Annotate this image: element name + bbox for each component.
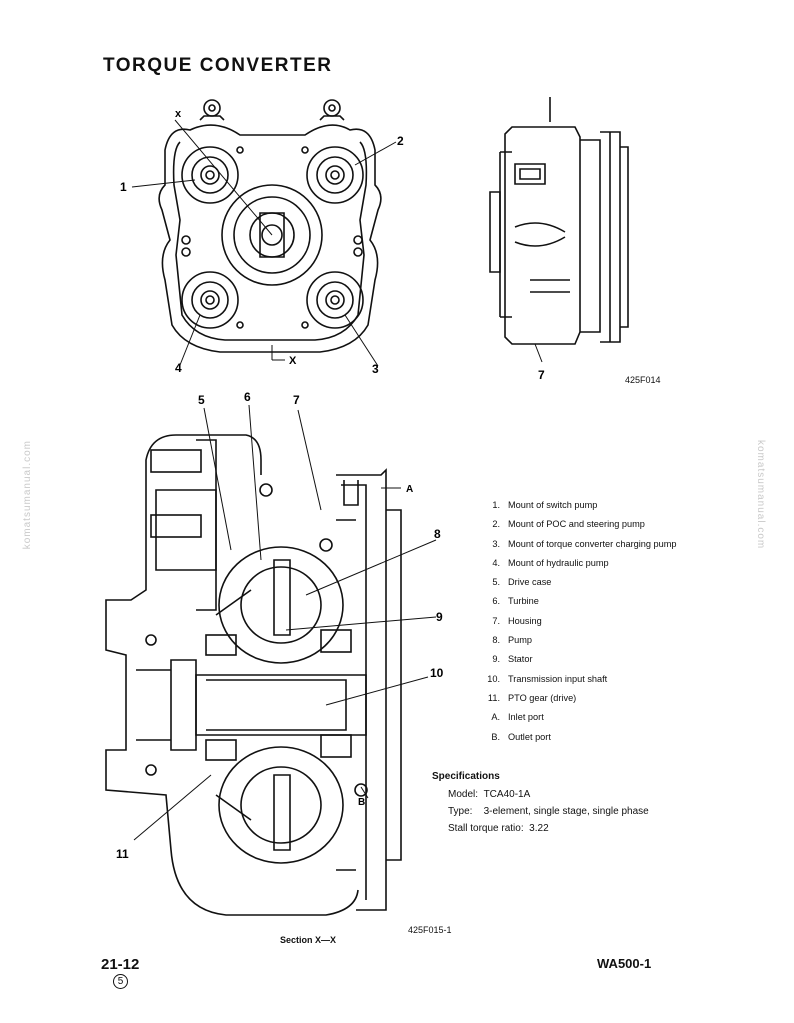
legend-item: B.Outlet port — [491, 731, 551, 742]
callout-4: 4 — [175, 361, 182, 375]
legend-item: 3.Mount of torque converter charging pum… — [492, 538, 677, 549]
callout-x-upper: X — [289, 355, 297, 367]
legend-item: A.Inlet port — [491, 712, 544, 723]
specifications: Specifications Model: TCA40-1A Type: 3-e… — [432, 768, 649, 837]
footer-model: WA500-1 — [597, 956, 652, 971]
callout-7-bottom: 7 — [293, 393, 300, 407]
callout-b: B — [358, 797, 365, 808]
callout-3: 3 — [372, 362, 379, 376]
callout-10: 10 — [430, 666, 444, 680]
legend-item: 7.Housing — [492, 615, 542, 626]
watermark-left: komatsumanual.com — [22, 440, 33, 550]
legend-item: 10.Transmission input shaft — [487, 673, 608, 684]
page-number: 21-12 — [101, 956, 140, 973]
parts-legend: 1.Mount of switch pump 2.Mount of POC an… — [480, 500, 730, 751]
legend-item: 1.Mount of switch pump — [492, 500, 598, 510]
side-view-drawing: 7 — [489, 97, 629, 382]
specifications-heading: Specifications — [432, 771, 500, 782]
legend-item: 5.Drive case — [492, 577, 552, 588]
callout-8: 8 — [434, 527, 441, 541]
spec-type: Type: 3-element, single stage, single ph… — [448, 806, 649, 817]
legend-item: 8.Pump — [492, 635, 533, 646]
callout-9: 9 — [436, 610, 443, 624]
legend-item: 6.Turbine — [492, 596, 539, 607]
section-label: Section X—X — [280, 935, 337, 945]
legend-item: 11.PTO gear (drive) — [487, 692, 577, 703]
callout-11: 11 — [116, 847, 129, 861]
section-view-drawing: 5 6 7 8 9 10 11 A B — [105, 390, 444, 916]
callout-7-top: 7 — [538, 368, 545, 382]
legend-item: 4.Mount of hydraulic pump — [492, 557, 609, 568]
figure-code-top: 425F014 — [625, 375, 661, 385]
callout-1: 1 — [120, 180, 127, 194]
front-view-drawing: x 1 2 3 4 X — [120, 99, 404, 376]
watermark-right: komatsumanual.com — [755, 440, 766, 550]
legend-item: 2.Mount of POC and steering pump — [492, 519, 645, 530]
callout-5: 5 — [198, 393, 205, 407]
spec-model: Model: TCA40-1A — [448, 789, 531, 800]
callout-x-lower: x — [175, 108, 182, 120]
revision-badge: 5 — [113, 974, 128, 989]
callout-2: 2 — [397, 134, 404, 148]
legend-item: 9.Stator — [492, 654, 533, 665]
page-title: TORQUE CONVERTER — [103, 55, 333, 76]
spec-stall-ratio: Stall torque ratio: 3.22 — [448, 823, 549, 834]
callout-6: 6 — [244, 390, 251, 404]
callout-a: A — [406, 484, 413, 495]
figure-code-bottom: 425F015-1 — [408, 925, 452, 935]
